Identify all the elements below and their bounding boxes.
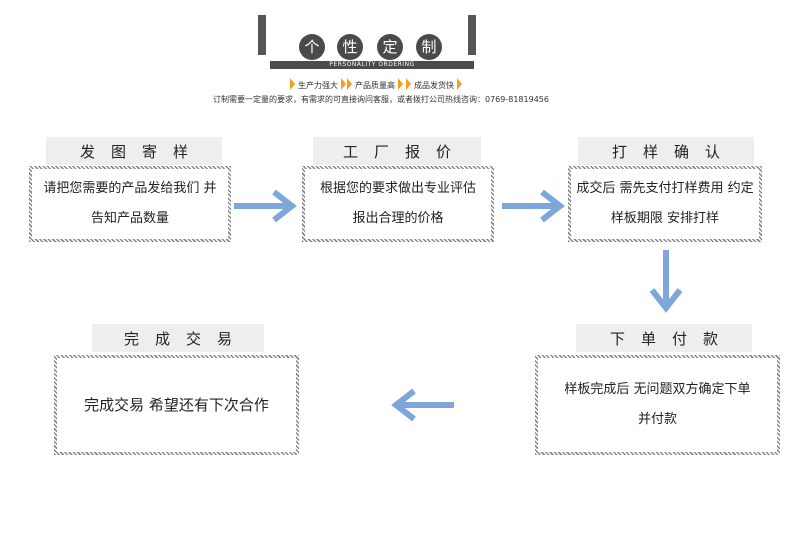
title-char-1: 个 xyxy=(299,34,325,60)
arrow-left-icon xyxy=(391,388,454,422)
triangle-icon xyxy=(406,78,411,90)
step-3-title: 打样确认 xyxy=(578,137,754,165)
step-5-title: 完成交易 xyxy=(92,324,264,352)
title-char-3: 定 xyxy=(377,34,403,60)
tag-label: 成品发货快 xyxy=(414,81,454,90)
header-tagline: 订制需要一定量的要求，有需求的可直接询问客服，或者拨打公司热线咨询：0769-8… xyxy=(213,95,549,104)
step-2-desc: 根据您的要求做出专业评估 报出合理的价格 xyxy=(319,181,476,226)
step-4-title: 下单付款 xyxy=(576,324,752,352)
step-3-desc: 成交后 需先支付打样费用 约定样板期限 安排打样 xyxy=(576,181,754,226)
arrow-right-1-icon xyxy=(234,189,297,223)
step-4-desc: 样板完成后 无问题双方确定下单并付款 xyxy=(564,382,751,427)
triangle-icon xyxy=(398,78,403,90)
step-3-box: 成交后 需先支付打样费用 约定样板期限 安排打样 xyxy=(568,166,762,242)
title-char-4: 制 xyxy=(416,34,442,60)
header-right-bar xyxy=(468,15,476,55)
triangle-icon xyxy=(341,78,346,90)
triangle-icon xyxy=(347,78,352,90)
header-subtitle: PERSONALITY ORDERING xyxy=(270,61,474,69)
step-4-box: 样板完成后 无问题双方确定下单并付款 xyxy=(535,355,780,455)
title-char-2: 性 xyxy=(337,34,363,60)
tag-2: 产品质量高 xyxy=(347,78,403,91)
step-2-box: 根据您的要求做出专业评估 报出合理的价格 xyxy=(302,166,494,242)
tag-3: 成品发货快 xyxy=(406,78,462,91)
tag-label: 生产力强大 xyxy=(298,81,338,90)
step-1-box: 请把您需要的产品发给我们 并告知产品数量 xyxy=(29,166,231,242)
step-2-title: 工厂报价 xyxy=(313,137,481,165)
arrow-right-2-icon xyxy=(502,189,565,223)
step-5-box: 完成交易 希望还有下次合作 xyxy=(54,355,299,455)
step-5-desc: 完成交易 希望还有下次合作 xyxy=(84,396,269,414)
tag-label: 产品质量高 xyxy=(355,81,395,90)
tag-1: 生产力强大 xyxy=(290,78,346,91)
step-1-desc: 请把您需要的产品发给我们 并告知产品数量 xyxy=(43,181,217,226)
arrow-down-icon xyxy=(649,250,683,313)
triangle-icon xyxy=(457,78,462,90)
step-1-title: 发图寄样 xyxy=(46,137,222,165)
header-left-bar xyxy=(258,15,266,55)
triangle-icon xyxy=(290,78,295,90)
